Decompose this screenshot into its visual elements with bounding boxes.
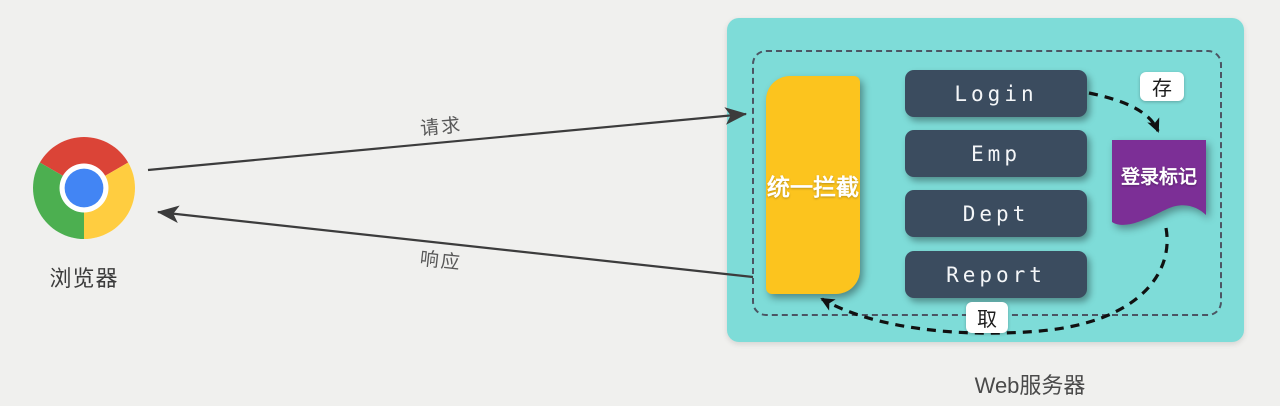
module-emp-label: Emp bbox=[971, 141, 1021, 166]
interceptor-card: 统一拦截 bbox=[766, 76, 860, 294]
module-report-label: Report bbox=[946, 262, 1046, 287]
module-dept: Dept bbox=[905, 190, 1087, 237]
module-emp: Emp bbox=[905, 130, 1087, 177]
server-title: Web服务器 bbox=[974, 373, 1086, 398]
store-badge: 存 bbox=[1140, 72, 1184, 101]
module-report: Report bbox=[905, 251, 1087, 298]
store-badge-label: 存 bbox=[1152, 78, 1172, 100]
fetch-badge-label: 取 bbox=[977, 309, 997, 331]
login-token-shape bbox=[1112, 140, 1206, 225]
module-login: Login bbox=[905, 70, 1087, 117]
module-dept-label: Dept bbox=[962, 201, 1030, 226]
chrome-browser-icon bbox=[33, 137, 135, 239]
response-label: 响应 bbox=[418, 248, 463, 275]
request-label: 请求 bbox=[419, 115, 464, 140]
browser-label: 浏览器 bbox=[49, 266, 119, 291]
login-token-label: 登录标记 bbox=[1120, 167, 1197, 188]
fetch-badge: 取 bbox=[966, 302, 1008, 333]
interceptor-label: 统一拦截 bbox=[767, 174, 859, 200]
module-login-label: Login bbox=[954, 81, 1038, 106]
